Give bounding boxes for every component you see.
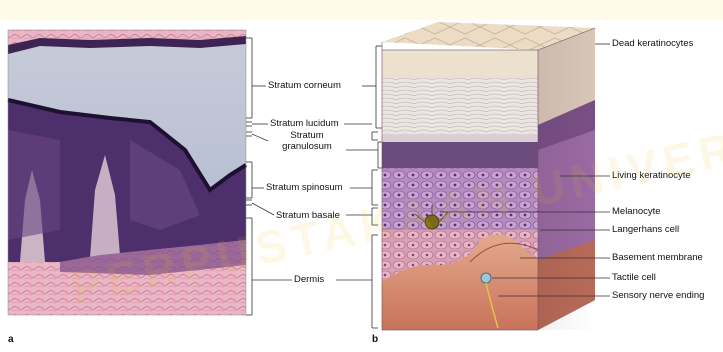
watermark bbox=[0, 0, 723, 20]
label-melanocyte: Melanocyte bbox=[612, 206, 661, 217]
panel-letter-a: a bbox=[8, 334, 14, 345]
label-stratum-granulosum: Stratum granulosum bbox=[270, 130, 344, 152]
micrograph-panel bbox=[8, 30, 246, 315]
label-langerhans-cell: Langerhans cell bbox=[612, 224, 679, 235]
label-stratum-lucidum: Stratum lucidum bbox=[270, 118, 339, 129]
label-tactile-cell: Tactile cell bbox=[612, 272, 656, 283]
label-stratum-spinosum: Stratum spinosum bbox=[266, 182, 343, 193]
panel-letter-b: b bbox=[372, 334, 378, 345]
label-living-keratinocyte: Living keratinocyte bbox=[612, 170, 691, 181]
label-stratum-basale: Stratum basale bbox=[276, 210, 340, 221]
label-basement-membrane: Basement membrane bbox=[612, 252, 703, 263]
label-sensory-nerve-ending: Sensory nerve ending bbox=[612, 290, 704, 301]
label-stratum-corneum: Stratum corneum bbox=[268, 80, 341, 91]
label-dermis: Dermis bbox=[294, 274, 324, 285]
label-dead-keratinocytes: Dead keratinocytes bbox=[612, 38, 693, 49]
